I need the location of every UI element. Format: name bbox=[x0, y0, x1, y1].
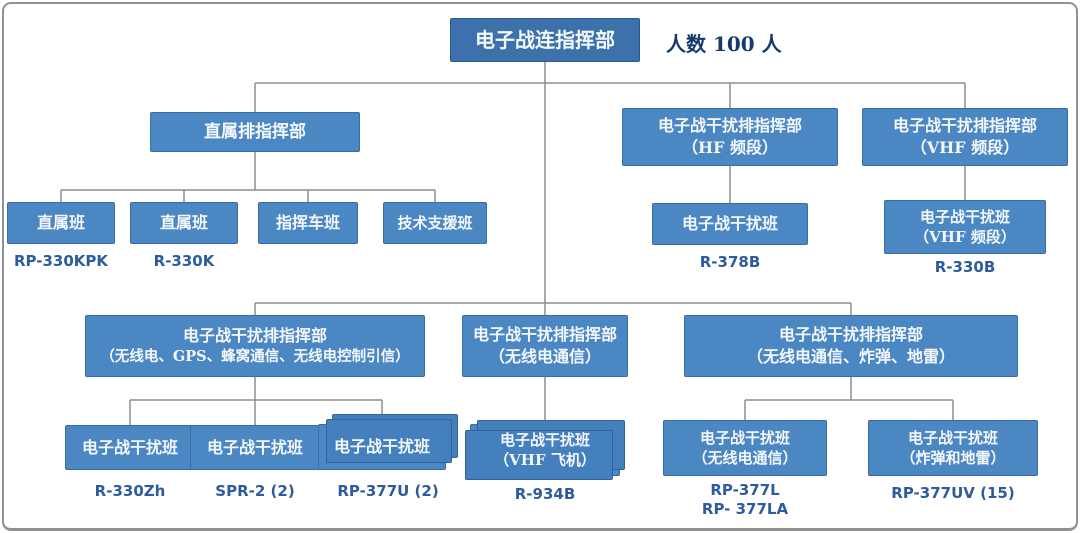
equipment-label-line2: RP- 377LA bbox=[701, 499, 789, 518]
node-jamming-squad-r330zh: 电子战干扰班 bbox=[65, 425, 195, 470]
equipment-label-r934b: R-934B bbox=[514, 485, 576, 503]
node-jamming-squad-rp377uv: 电子战干扰班 （炸弹和地雷） bbox=[868, 420, 1038, 476]
node-label: 电子战干扰班 bbox=[333, 437, 430, 457]
node-label: 电子战干扰排指挥部 bbox=[472, 325, 617, 345]
node-sublabel: （VHF 飞机） bbox=[494, 451, 596, 469]
node-direct-squad-1: 直属班 bbox=[7, 202, 115, 244]
node-label: 电子战干扰排指挥部 bbox=[778, 325, 923, 345]
node-label: 电子战干扰班 bbox=[699, 428, 790, 447]
equipment-label-r330k: R-330K bbox=[153, 252, 215, 270]
node-sublabel: （HF 频段） bbox=[681, 138, 779, 157]
node-label: 直属班 bbox=[159, 213, 208, 233]
node-label: 电子战干扰班 bbox=[919, 207, 1010, 226]
node-tech-support-squad: 技术支援班 bbox=[383, 202, 487, 244]
node-sublabel: （炸弹和地雷） bbox=[900, 449, 1006, 467]
node-jamming-squad-rp377l: 电子战干扰班 （无线电通信） bbox=[663, 420, 827, 476]
node-sublabel: （无线电通信） bbox=[692, 449, 798, 467]
node-label: 电子战干扰班 bbox=[499, 430, 590, 449]
node-sublabel: （无线电通信、炸弹、地雷） bbox=[746, 347, 955, 366]
equipment-label-rp330kpk: RP-330KPK bbox=[13, 252, 109, 270]
node-multi-band-jamming-platoon-hq: 电子战干扰排指挥部 （无线电、GPS、蜂窝通信、无线电控制引信） bbox=[85, 315, 425, 377]
equipment-label-line1: RP-377L bbox=[710, 481, 780, 499]
node-label: 电子战干扰班 bbox=[907, 428, 998, 447]
node-radio-comms-jamming-platoon-hq: 电子战干扰排指挥部 （无线电通信） bbox=[462, 315, 628, 377]
node-sublabel: （VHF 频段） bbox=[910, 138, 1020, 157]
equipment-label-r330zh: R-330Zh bbox=[94, 482, 166, 500]
node-jamming-squad-r934b-stacked: 电子战干扰班 （VHF 飞机） bbox=[465, 420, 625, 480]
node-label: 电子战干扰班 bbox=[81, 437, 178, 457]
node-label: 电子战干扰排指挥部 bbox=[892, 116, 1037, 136]
node-label: 电子战干扰班 bbox=[681, 214, 778, 234]
node-sublabel: （无线电通信） bbox=[488, 347, 601, 366]
personnel-count-note: 人数 100 人 bbox=[666, 32, 782, 56]
node-label: 技术支援班 bbox=[397, 213, 473, 232]
node-vhf-jamming-platoon-hq: 电子战干扰排指挥部 （VHF 频段） bbox=[862, 108, 1068, 166]
node-label: 电子战干扰排指挥部 bbox=[182, 326, 327, 346]
equipment-label-rp377u: RP-377U (2) bbox=[337, 482, 439, 500]
node-label: 指挥车班 bbox=[275, 213, 340, 233]
equipment-label-spr2: SPR-2 (2) bbox=[215, 482, 295, 500]
node-label: 电子战干扰班 bbox=[206, 437, 303, 457]
equipment-label-r330b: R-330B bbox=[934, 258, 996, 276]
node-jamming-squad-rp377u-stacked: 电子战干扰班 bbox=[318, 414, 458, 470]
node-sublabel: （无线电、GPS、蜂窝通信、无线电控制引信） bbox=[100, 348, 410, 366]
node-sublabel: （VHF 频段） bbox=[914, 228, 1016, 246]
node-command-vehicle-squad: 指挥车班 bbox=[258, 202, 358, 244]
equipment-label-rp377uv: RP-377UV (15) bbox=[891, 484, 1015, 502]
node-label: 电子战干扰排指挥部 bbox=[657, 116, 802, 136]
node-company-hq: 电子战连指挥部 bbox=[450, 18, 640, 62]
equipment-label-rp377l: RP-377L RP- 377LA bbox=[663, 481, 827, 519]
node-label: 电子战连指挥部 bbox=[475, 27, 615, 52]
node-label: 直属班 bbox=[36, 213, 85, 233]
node-label: 直属排指挥部 bbox=[204, 121, 306, 142]
equipment-label-r378b: R-378B bbox=[699, 253, 761, 271]
node-direct-platoon-hq: 直属排指挥部 bbox=[150, 112, 360, 152]
node-hf-jamming-platoon-hq: 电子战干扰排指挥部 （HF 频段） bbox=[622, 108, 838, 166]
node-bomb-mine-jamming-platoon-hq: 电子战干扰排指挥部 （无线电通信、炸弹、地雷） bbox=[684, 315, 1018, 377]
node-jamming-squad-spr2: 电子战干扰班 bbox=[190, 425, 320, 470]
node-hf-jamming-squad: 电子战干扰班 bbox=[652, 203, 808, 245]
node-direct-squad-2: 直属班 bbox=[130, 202, 238, 244]
node-vhf-jamming-squad: 电子战干扰班 （VHF 频段） bbox=[884, 200, 1046, 254]
